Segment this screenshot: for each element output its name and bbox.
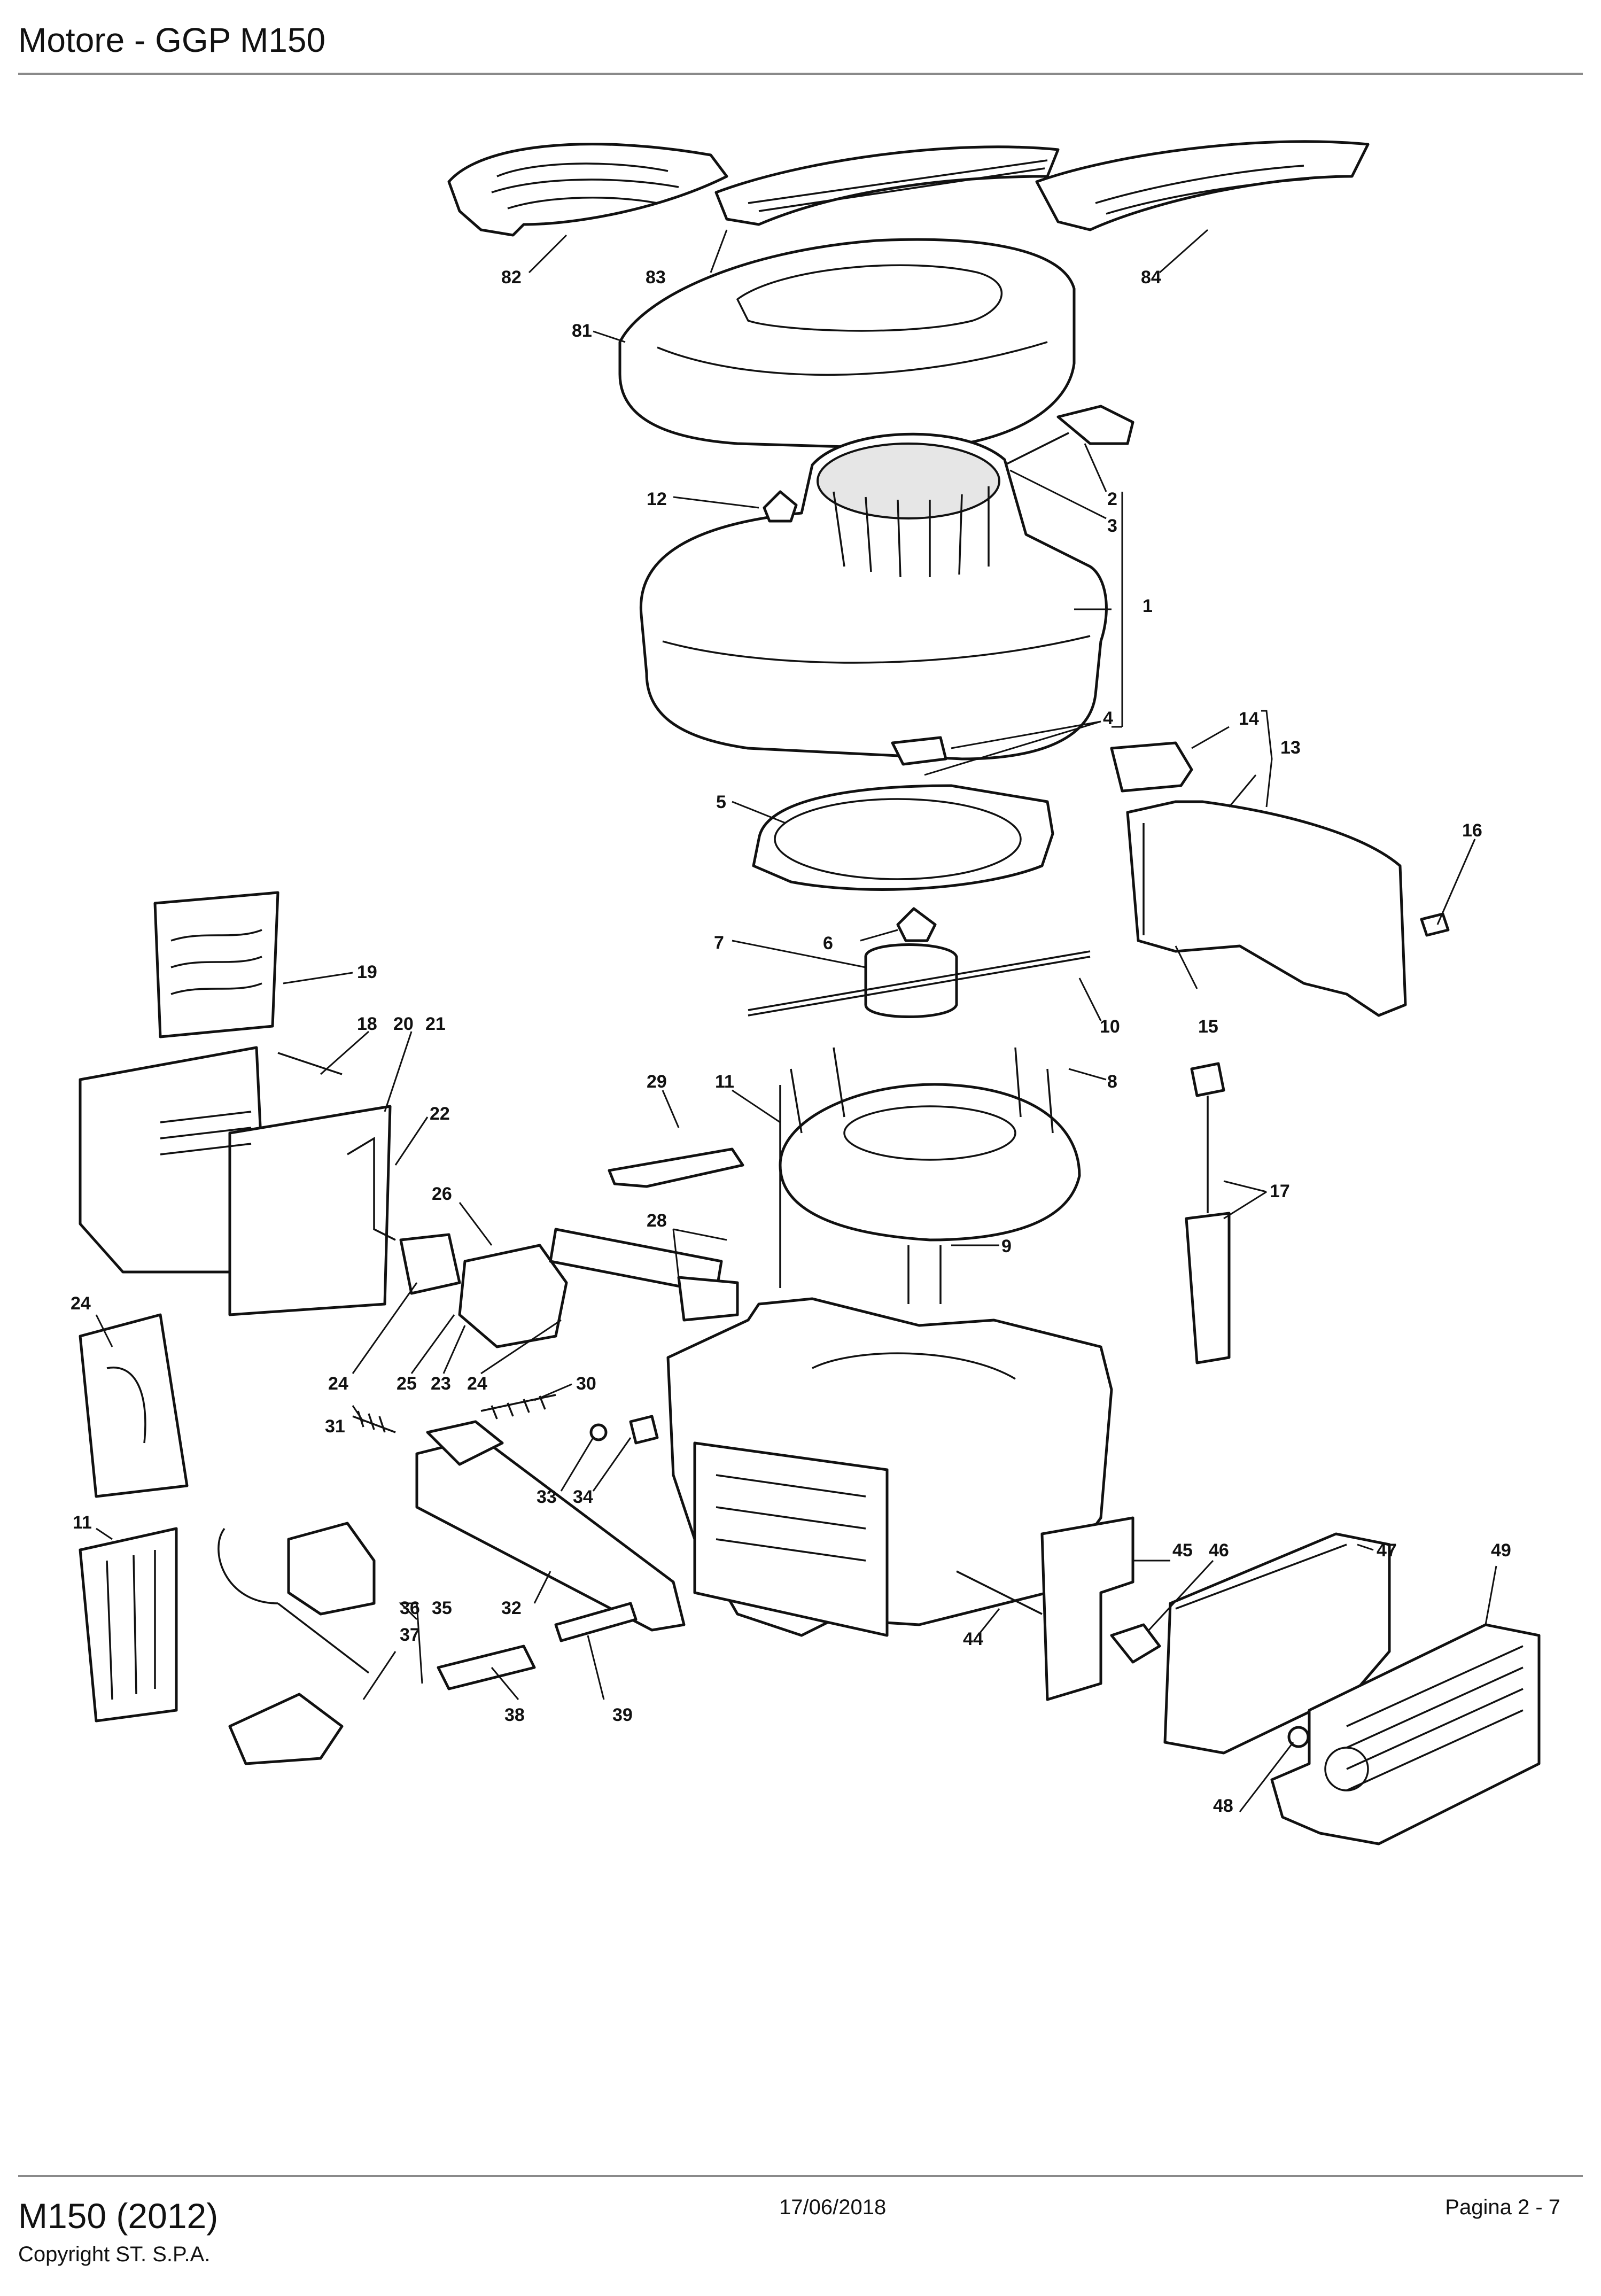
part-spark-plug-38 bbox=[437, 1645, 536, 1690]
callout-82: 82 bbox=[501, 267, 522, 288]
part-grille-82 bbox=[447, 143, 728, 237]
callout-2: 2 bbox=[1107, 489, 1117, 509]
part-engine-block bbox=[666, 1245, 1113, 1637]
callout-37: 37 bbox=[400, 1625, 420, 1645]
callout-10: 10 bbox=[1100, 1017, 1120, 1037]
part-gasket-kit-24 bbox=[79, 1313, 189, 1498]
callout-48: 48 bbox=[1213, 1796, 1233, 1816]
callout-11-center: 11 bbox=[715, 1072, 734, 1092]
callout-12: 12 bbox=[647, 489, 667, 509]
callout-38: 38 bbox=[504, 1705, 525, 1725]
callout-24-right: 24 bbox=[467, 1374, 487, 1394]
callout-22: 22 bbox=[430, 1104, 450, 1124]
callout-46: 46 bbox=[1209, 1540, 1229, 1561]
callout-26: 26 bbox=[432, 1184, 452, 1204]
callout-39: 39 bbox=[612, 1705, 633, 1725]
callout-83: 83 bbox=[646, 267, 666, 288]
callout-44: 44 bbox=[963, 1629, 983, 1649]
part-clamp-4 bbox=[891, 736, 947, 766]
part-hub-7 bbox=[748, 907, 1091, 1018]
callout-20: 20 bbox=[393, 1014, 414, 1034]
callout-19: 19 bbox=[357, 962, 377, 982]
footer-rule bbox=[18, 2175, 1583, 2177]
callout-16: 16 bbox=[1462, 820, 1482, 841]
callout-25: 25 bbox=[397, 1374, 417, 1394]
callout-6: 6 bbox=[823, 933, 833, 953]
footer-model: M150 (2012) bbox=[18, 2196, 219, 2236]
callout-31: 31 bbox=[325, 1416, 345, 1437]
part-bracket-45 bbox=[1040, 1516, 1134, 1701]
part-fitting-46 bbox=[1110, 1623, 1161, 1664]
callout-49: 49 bbox=[1491, 1540, 1511, 1561]
callout-45: 45 bbox=[1172, 1540, 1193, 1561]
part-bolt-kit-11 bbox=[79, 1527, 178, 1723]
callout-24-bottom: 24 bbox=[328, 1374, 348, 1394]
callout-33: 33 bbox=[537, 1487, 557, 1507]
part-clip-34 bbox=[629, 1415, 659, 1445]
callout-1: 1 bbox=[1143, 596, 1153, 616]
part-bracket-29 bbox=[608, 1147, 744, 1188]
callout-24-left: 24 bbox=[71, 1293, 91, 1314]
callout-9: 9 bbox=[1001, 1236, 1012, 1256]
callout-30: 30 bbox=[576, 1374, 596, 1394]
callout-28: 28 bbox=[647, 1211, 667, 1231]
callout-13: 13 bbox=[1280, 738, 1301, 758]
callout-11-left: 11 bbox=[73, 1512, 92, 1533]
part-governor-32 bbox=[415, 1420, 686, 1632]
part-grille-83 bbox=[714, 145, 1060, 226]
part-carburetor-23 bbox=[399, 1233, 568, 1348]
callout-18: 18 bbox=[357, 1014, 377, 1034]
part-dipstick-17 bbox=[1185, 1062, 1231, 1364]
part-grille-84 bbox=[1035, 140, 1370, 231]
callout-17: 17 bbox=[1270, 1181, 1290, 1201]
part-starter-handle bbox=[993, 405, 1134, 471]
callout-5: 5 bbox=[716, 792, 726, 812]
part-rod-44 bbox=[956, 1570, 1043, 1615]
part-flywheel-8 bbox=[779, 1047, 1081, 1242]
part-intake-28 bbox=[549, 1228, 739, 1322]
footer-page-number: Pagina 2 - 7 bbox=[1445, 2196, 1560, 2219]
part-bolt-39 bbox=[554, 1602, 638, 1642]
part-heat-shield-49 bbox=[1270, 1623, 1541, 1845]
page-title: Motore - GGP M150 bbox=[18, 21, 326, 59]
callout-81: 81 bbox=[572, 321, 592, 341]
callout-36: 36 bbox=[400, 1598, 420, 1618]
callout-3: 3 bbox=[1107, 516, 1117, 536]
callout-7: 7 bbox=[714, 933, 724, 953]
callout-21: 21 bbox=[425, 1014, 446, 1034]
part-nut-12 bbox=[763, 490, 798, 523]
part-ignition-coil bbox=[217, 1522, 376, 1674]
callout-8: 8 bbox=[1107, 1072, 1117, 1092]
callout-29: 29 bbox=[647, 1072, 667, 1092]
part-washer-33 bbox=[589, 1423, 608, 1441]
part-bolt-16 bbox=[1420, 912, 1450, 937]
part-plate-5 bbox=[752, 784, 1054, 891]
part-fuel-tank-13 bbox=[1110, 741, 1407, 1017]
header-rule bbox=[18, 73, 1583, 75]
part-tube-22 bbox=[347, 1136, 396, 1241]
part-air-filter-box bbox=[79, 1046, 392, 1316]
callout-84: 84 bbox=[1141, 267, 1161, 288]
footer-copyright: Copyright ST. S.P.A. bbox=[18, 2243, 211, 2266]
callout-34: 34 bbox=[573, 1487, 593, 1507]
part-spring-30 bbox=[480, 1394, 556, 1420]
part-fan-cover-1 bbox=[639, 432, 1108, 761]
callout-47: 47 bbox=[1377, 1540, 1397, 1561]
callout-23: 23 bbox=[431, 1374, 451, 1394]
part-plug-cap-37 bbox=[228, 1693, 344, 1765]
part-top-cover-81 bbox=[618, 238, 1076, 451]
callout-4: 4 bbox=[1103, 708, 1113, 728]
callout-15: 15 bbox=[1198, 1017, 1218, 1037]
part-air-filter-19 bbox=[153, 891, 279, 1038]
callout-32: 32 bbox=[501, 1598, 522, 1618]
footer-date: 17/06/2018 bbox=[779, 2196, 887, 2219]
callout-14: 14 bbox=[1239, 709, 1259, 729]
callout-35: 35 bbox=[432, 1598, 452, 1618]
leader-lines bbox=[95, 229, 1497, 1812]
